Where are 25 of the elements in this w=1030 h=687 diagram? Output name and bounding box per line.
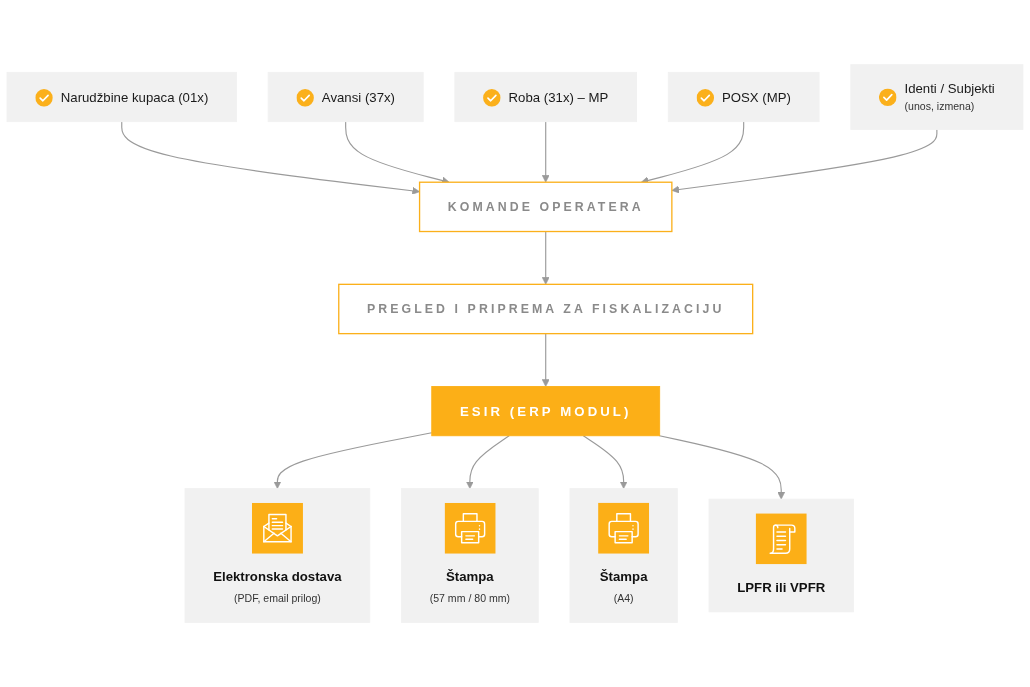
arrow xyxy=(273,432,433,489)
subtitle-text: (PDF, email prilog) xyxy=(233,592,321,605)
arrow xyxy=(121,121,420,195)
step-title: PREGLED I PRIPREMA ZA FISKALIZACIJU xyxy=(366,301,725,317)
source-title: Identi / Subjekti xyxy=(904,80,995,96)
output-title: Elektronska dostava xyxy=(213,568,342,584)
arrow xyxy=(582,435,628,489)
arrow xyxy=(466,435,510,489)
output-title: Štampa xyxy=(446,568,494,584)
source-title: Avansi (37x) xyxy=(321,89,395,105)
arrow xyxy=(541,230,550,285)
source-title: Narudžbine kupaca (01x) xyxy=(60,89,209,105)
arrow xyxy=(541,333,550,387)
subtitle-text: (57 mm / 80 mm) xyxy=(429,592,511,605)
module-title: ESIR (ERP MODUL) xyxy=(459,403,632,419)
output-title: Štampa xyxy=(599,568,648,584)
arrow xyxy=(658,435,786,500)
source-title: POSX (MP) xyxy=(721,89,791,105)
subtitle-text: (A4) xyxy=(613,592,634,605)
subtitle-text: (unos, izmena) xyxy=(904,100,975,113)
arrow xyxy=(541,121,550,183)
arrow xyxy=(671,128,938,194)
step-title: KOMANDE OPERATERA xyxy=(447,199,644,214)
source-title: Roba (31x) – MP xyxy=(508,89,609,105)
output-title: LPFR ili VPFR xyxy=(737,579,826,595)
